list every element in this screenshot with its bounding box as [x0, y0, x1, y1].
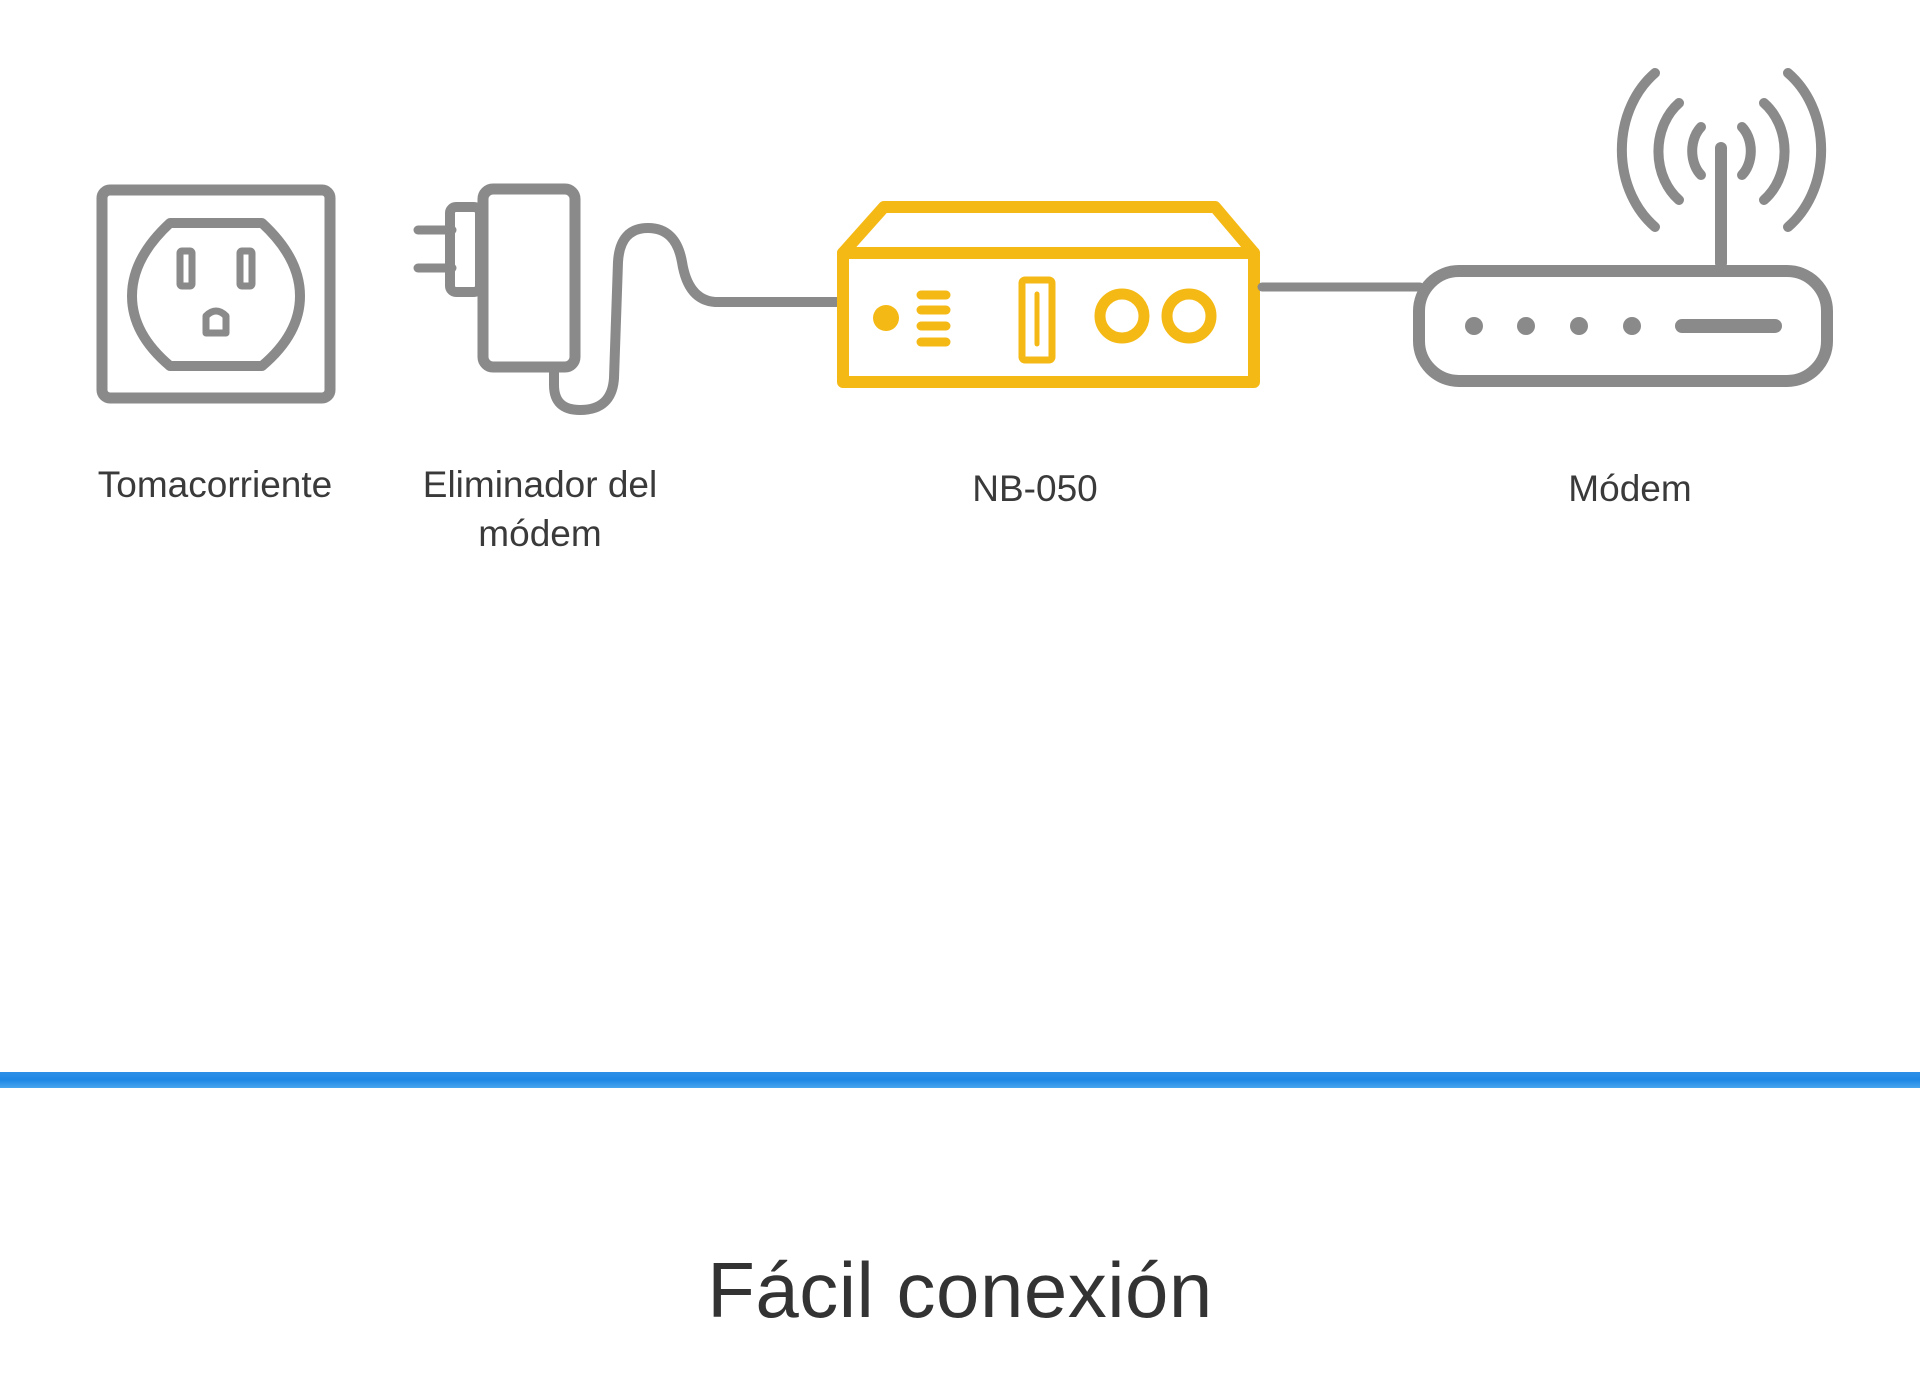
power-outlet-icon [96, 184, 336, 404]
modem-label: Módem [1568, 468, 1692, 509]
nb050-device-icon [837, 201, 1425, 388]
wifi-modem-icon [1413, 68, 1833, 387]
footer-title: Fácil conexión [707, 1246, 1213, 1334]
adapter-label: Eliminador del módem [422, 464, 658, 554]
power-adapter-icon [413, 183, 843, 415]
divider-line [0, 1072, 1920, 1088]
outlet-label: Tomacorriente [97, 464, 333, 505]
nb050-label: NB-050 [972, 468, 1098, 509]
wifi-signal-icon [1616, 68, 1827, 232]
